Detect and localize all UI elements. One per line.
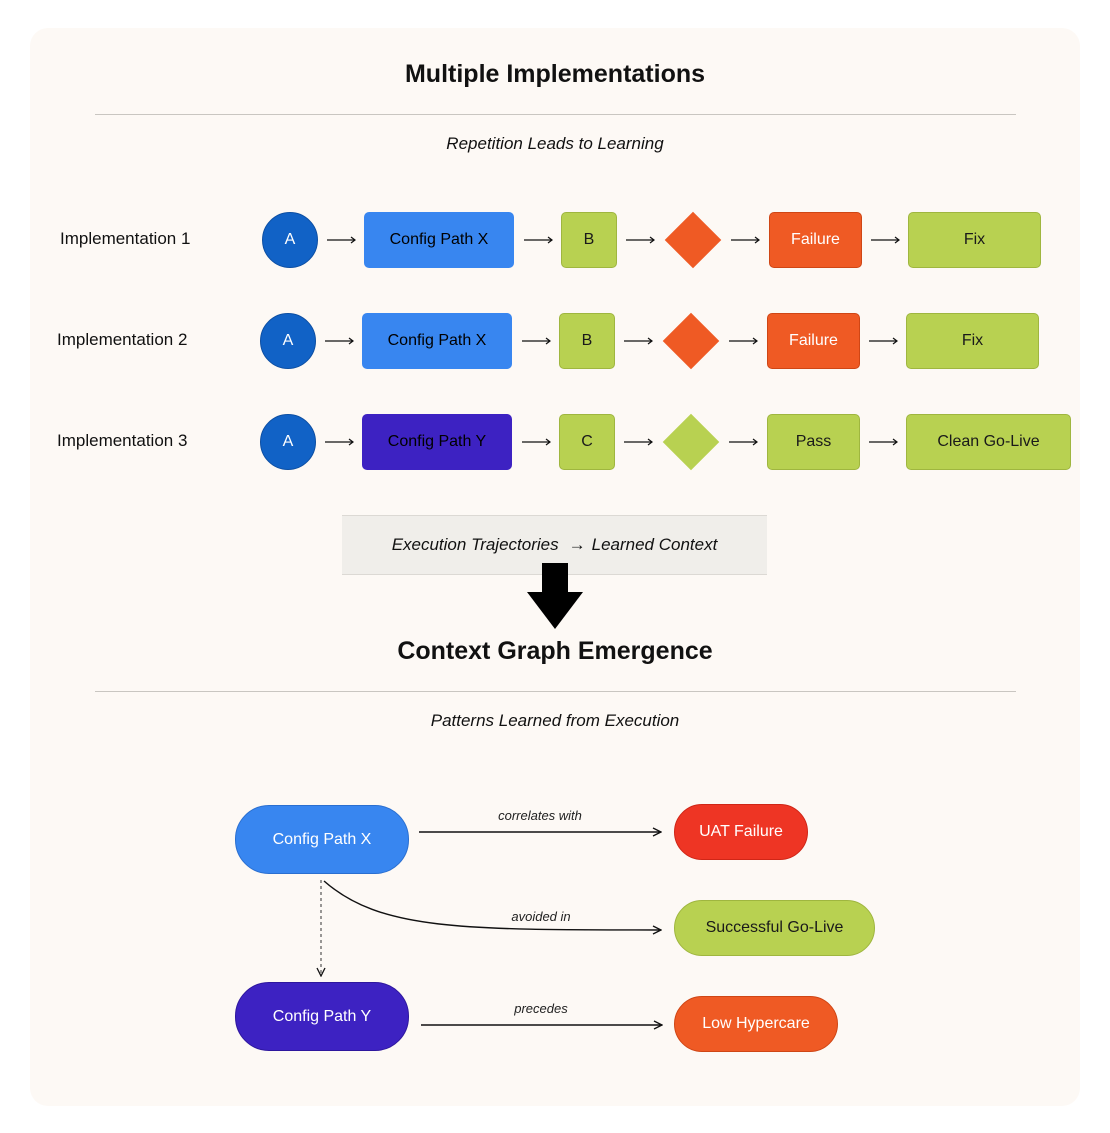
arrow-icon xyxy=(869,337,898,345)
arrow-icon xyxy=(729,337,758,345)
divider xyxy=(95,691,1016,692)
row-label: Implementation 3 xyxy=(57,431,188,450)
graph-node-low-hypercare[interactable]: Low Hypercare xyxy=(674,996,838,1052)
start-node-a[interactable]: A xyxy=(262,212,318,268)
final-node[interactable]: Clean Go-Live xyxy=(906,414,1071,470)
banner-left-text: Execution Trajectories xyxy=(391,535,559,554)
graph-node-config-path-y[interactable]: Config Path Y xyxy=(235,982,409,1051)
arrow-icon xyxy=(731,236,760,244)
arrow-icon xyxy=(624,337,653,345)
edge-label-precedes: precedes xyxy=(514,1001,568,1016)
config-path-node[interactable]: Config Path X xyxy=(364,212,514,268)
final-node[interactable]: Fix xyxy=(908,212,1041,268)
section-title-context-graph: Context Graph Emergence xyxy=(397,637,713,665)
start-node-a[interactable]: A xyxy=(260,313,316,369)
arrow-icon xyxy=(626,236,655,244)
graph-node-successful-golive[interactable]: Successful Go-Live xyxy=(674,900,875,956)
step-node[interactable]: B xyxy=(559,313,615,369)
banner-right-text: Learned Context xyxy=(591,535,718,554)
row-label: Implementation 1 xyxy=(60,229,191,248)
outcome-node[interactable]: Failure xyxy=(769,212,862,268)
edge-label-avoided-in: avoided in xyxy=(511,909,571,924)
config-path-node[interactable]: Config Path Y xyxy=(362,414,512,470)
step-node[interactable]: C xyxy=(559,414,615,470)
graph-node-config-path-x[interactable]: Config Path X xyxy=(235,805,409,874)
divider xyxy=(95,114,1016,115)
edge-x-to-successful-golive xyxy=(323,880,661,930)
arrow-icon xyxy=(624,438,653,446)
arrow-icon xyxy=(871,236,900,244)
graph-node-uat-failure[interactable]: UAT Failure xyxy=(674,804,808,860)
section-subtitle-patterns: Patterns Learned from Execution xyxy=(430,711,680,730)
arrow-icon xyxy=(522,337,551,345)
final-node[interactable]: Fix xyxy=(906,313,1039,369)
step-node[interactable]: B xyxy=(561,212,617,268)
section-title-implementations: Multiple Implementations xyxy=(404,60,706,88)
outcome-node[interactable]: Pass xyxy=(767,414,860,470)
config-path-node[interactable]: Config Path X xyxy=(362,313,512,369)
row-label: Implementation 2 xyxy=(57,330,188,349)
arrow-icon xyxy=(325,438,354,446)
arrow-icon xyxy=(869,438,898,446)
arrow-icon xyxy=(327,236,356,244)
down-arrow-icon xyxy=(527,563,583,629)
outcome-node[interactable]: Failure xyxy=(767,313,860,369)
arrow-icon xyxy=(522,438,551,446)
arrow-icon xyxy=(524,236,553,244)
arrow-icon xyxy=(325,337,354,345)
right-arrow-icon: → xyxy=(568,535,586,554)
start-node-a[interactable]: A xyxy=(260,414,316,470)
section-subtitle-repetition: Repetition Leads to Learning xyxy=(446,134,664,153)
edge-label-correlates-with: correlates with xyxy=(498,808,582,823)
arrow-icon xyxy=(729,438,758,446)
